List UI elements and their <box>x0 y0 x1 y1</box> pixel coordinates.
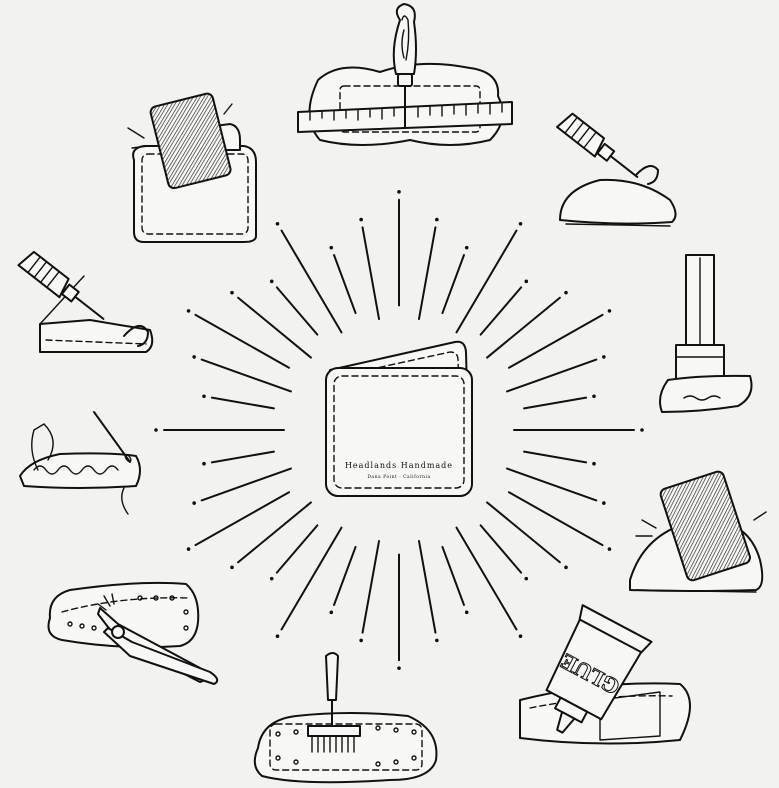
sunburst-ray-dot <box>270 280 274 284</box>
hole-punch-pliers-icon <box>49 583 218 684</box>
sunburst-ray-dot <box>592 395 596 399</box>
sunburst-ray <box>334 255 356 313</box>
sunburst-ray-dot <box>564 291 568 295</box>
sunburst-ray <box>524 452 586 463</box>
sanded-wallet-icon <box>128 92 256 242</box>
sunburst-ray <box>487 502 560 562</box>
sunburst-ray-dot <box>435 639 439 643</box>
sunburst-ray-dot <box>397 190 401 194</box>
awl-on-leather-icon <box>298 4 512 145</box>
sunburst-ray-dot <box>397 666 401 670</box>
sunburst-ray <box>363 227 379 319</box>
sunburst-ray-dot <box>192 501 196 505</box>
sunburst-ray <box>195 315 289 368</box>
sunburst-ray <box>238 298 311 358</box>
edge-beveler-icon <box>557 111 676 226</box>
slicker-burnisher-icon <box>660 255 752 412</box>
edge-groover-icon <box>18 249 152 352</box>
sunburst-ray-dot <box>359 639 363 643</box>
sunburst-ray <box>524 398 586 409</box>
sunburst-ray-dot <box>187 547 191 551</box>
sunburst-ray-dot <box>435 218 439 222</box>
sunburst-ray-dot <box>602 355 606 359</box>
sunburst-ray-dot <box>564 566 568 570</box>
sunburst-ray-dot <box>359 218 363 222</box>
sunburst-ray <box>334 547 356 605</box>
sunburst-ray <box>442 547 464 605</box>
sunburst-ray-dot <box>608 547 612 551</box>
sunburst-ray-dot <box>608 309 612 313</box>
sunburst-ray <box>277 525 317 572</box>
sunburst-ray-dot <box>465 246 469 250</box>
sunburst-ray-dot <box>230 291 234 295</box>
sunburst-ray <box>282 528 342 630</box>
sunburst-ray <box>442 255 464 313</box>
sunburst-ray <box>457 528 517 630</box>
sunburst-ray-dot <box>602 501 606 505</box>
sunburst-ray <box>509 492 603 545</box>
sunburst-ray <box>419 541 435 633</box>
sunburst-ray <box>507 469 596 501</box>
sunburst-ray-dot <box>519 634 523 638</box>
sunburst-ray-dot <box>592 462 596 466</box>
sunburst-ray <box>487 298 560 358</box>
glue-brush-icon <box>255 653 437 782</box>
saddle-stitch-needle-icon <box>20 412 140 514</box>
sunburst-ray-dot <box>524 577 528 581</box>
sunburst-ray <box>195 492 289 545</box>
sunburst-ray-dot <box>230 566 234 570</box>
sunburst-ray-dot <box>465 611 469 615</box>
sunburst-ray-dot <box>640 428 644 432</box>
sunburst-ray-dot <box>202 395 206 399</box>
sunburst-ray <box>457 231 517 333</box>
sunburst-ray <box>202 469 291 501</box>
sunburst-ray <box>212 452 274 463</box>
sunburst-ray <box>509 315 603 368</box>
sunburst-ray-dot <box>192 355 196 359</box>
sunburst-ray <box>481 287 521 334</box>
sunburst-ray-dot <box>202 462 206 466</box>
sunburst-ray <box>212 398 274 409</box>
sunburst-ray <box>202 360 291 392</box>
sunburst-ray-dot <box>329 611 333 615</box>
sanding-block-icon <box>630 470 766 592</box>
sunburst-ray-dot <box>519 222 523 226</box>
sunburst-ray-dot <box>276 222 280 226</box>
glue-tube-icon: GLUE <box>520 605 690 749</box>
sunburst-ray <box>282 231 342 333</box>
sunburst-ray <box>481 525 521 572</box>
sunburst-ray-dot <box>154 428 158 432</box>
brand-location: Dana Point · California <box>367 474 430 480</box>
sunburst-ray <box>363 541 379 633</box>
center-wallet-icon: Headlands Handmade Dana Point · Californ… <box>326 342 472 496</box>
sunburst-ray-dot <box>187 309 191 313</box>
sunburst-ray-dot <box>276 634 280 638</box>
sunburst-ray-dot <box>524 280 528 284</box>
sunburst-ray-dot <box>270 577 274 581</box>
sunburst-ray <box>507 360 596 392</box>
brand-name: Headlands Handmade <box>345 461 453 470</box>
sunburst-ray <box>277 287 317 334</box>
sunburst-ray <box>238 502 311 562</box>
sunburst-ray <box>419 227 435 319</box>
sunburst-ray-dot <box>329 246 333 250</box>
